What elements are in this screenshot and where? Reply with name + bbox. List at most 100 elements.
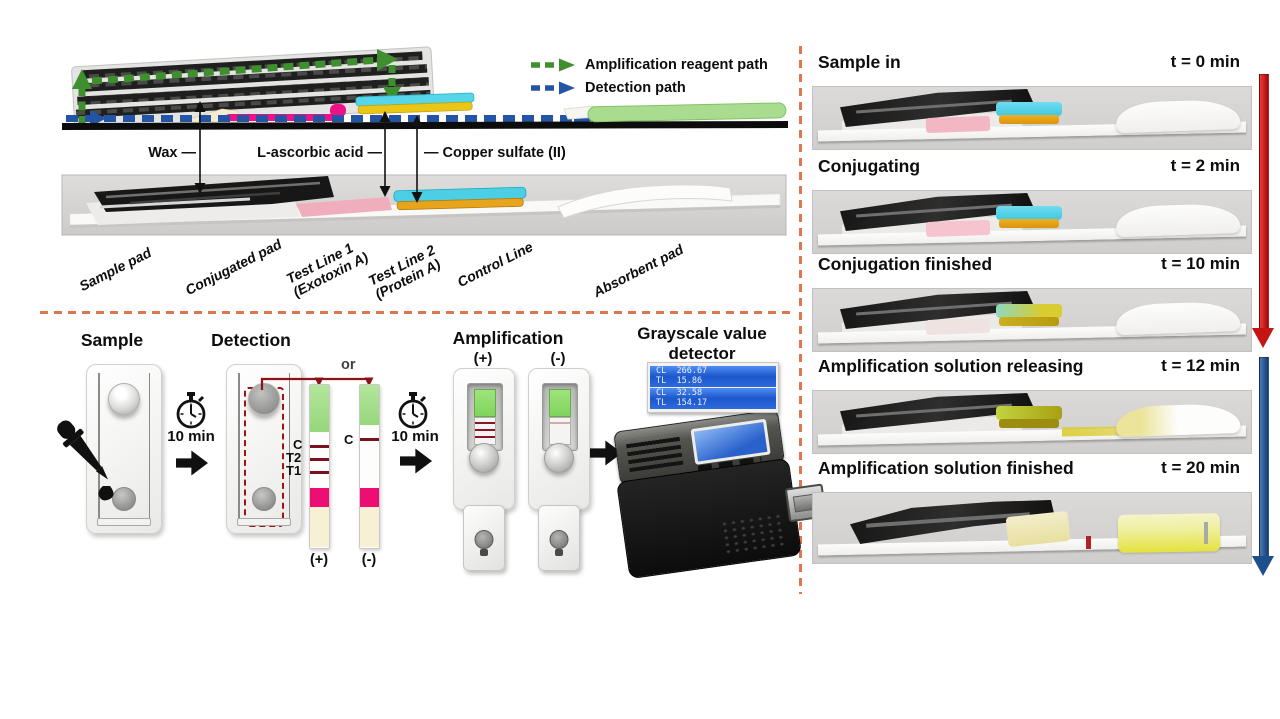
copper-sulfate-label: — Copper sulfate (II)	[424, 145, 566, 161]
timer-1-label: 10 min	[167, 428, 215, 445]
strip-end-marker	[1204, 522, 1208, 544]
result-positive: (+)	[309, 552, 329, 568]
ascorbic-acid-label: L-ascorbic acid —	[257, 145, 382, 161]
stage-label: Sample in	[818, 52, 901, 72]
vertical-section-divider	[799, 46, 802, 594]
strip-top-pad	[310, 385, 329, 432]
conjugate-pad	[360, 488, 379, 507]
press-button	[544, 443, 574, 473]
arrow-shaft	[1259, 74, 1269, 329]
ascorbic-pad-photo	[999, 419, 1059, 428]
window-top-pad	[474, 389, 496, 417]
stage-amplification-releasing: Amplification solution releasing t = 12 …	[812, 356, 1252, 456]
strip-membrane	[360, 425, 379, 488]
legend-detection-label: Detection path	[585, 79, 686, 96]
blue-dashed-arrow-icon	[531, 81, 575, 94]
copper-ascorbic-pads	[355, 92, 475, 115]
line	[550, 422, 570, 424]
folded-paper-stack	[71, 46, 435, 130]
conjugate-pad-photo	[925, 317, 991, 336]
absorbent-pad-photo	[1115, 98, 1241, 134]
legend-amplification-label: Amplification reagent path	[585, 56, 768, 73]
result-window	[542, 383, 578, 451]
stopwatch-icon	[176, 392, 206, 429]
stage-time: t = 10 min	[1161, 254, 1240, 273]
amplification-cassette-negative	[528, 368, 590, 571]
sample-cassette	[86, 364, 162, 534]
stage-sample-in: Sample in t = 0 min	[812, 52, 1252, 152]
copper-pad-photo	[996, 206, 1062, 220]
lcd-tl-value: TL 154.17	[656, 397, 708, 408]
lcd-display-negative: CL 32.58 TL 154.17	[650, 388, 776, 409]
mark-c-positive: C	[293, 437, 303, 452]
ascorbic-pad-photo	[999, 115, 1059, 124]
absorbent-pad-schematic	[587, 102, 787, 123]
detector-grille	[719, 512, 788, 557]
amplification-port	[112, 487, 136, 511]
stage-conjugation-finished: Conjugation finished t = 10 min	[812, 254, 1252, 354]
annotation-arrows	[194, 101, 423, 203]
amp-negative-label: (-)	[550, 350, 566, 367]
conjugate-pad-photo	[925, 115, 991, 134]
amplification-step-title: Amplification	[452, 328, 564, 348]
grayscale-detector-device	[607, 393, 828, 584]
legend-row-amplification: Amplification reagent path	[530, 53, 768, 76]
cassette-window	[97, 518, 151, 526]
lcd-cl-value: CL 32.58	[656, 388, 703, 398]
path-legend: Amplification reagent path Detection pat…	[530, 53, 768, 99]
arrow-detection-to-amplification	[400, 448, 432, 474]
line	[475, 436, 495, 438]
green-dashed-arrow-icon	[531, 58, 575, 71]
detector-title-line2: detector	[668, 343, 736, 363]
mark-t1: T1	[286, 463, 302, 478]
device-photo	[61, 174, 787, 236]
tongue-port	[474, 530, 494, 549]
amplification-reagent-path-arrows	[72, 49, 401, 125]
stage-time: t = 2 min	[1170, 156, 1240, 175]
timer-2-label: 10 min	[391, 428, 439, 445]
stage-time: t = 20 min	[1161, 458, 1240, 477]
dropper-icon	[57, 420, 114, 501]
slider-tongue	[463, 505, 505, 571]
amplification-phase-arrow	[1252, 357, 1274, 576]
detection-step-title: Detection	[211, 330, 291, 350]
sample-port	[108, 383, 140, 415]
detection-cassette	[226, 364, 302, 534]
arrow-sample-to-detection	[176, 450, 208, 476]
wax-label: Wax —	[148, 145, 196, 161]
cassette-groove	[148, 373, 150, 519]
control-line	[360, 438, 379, 441]
lcd-display-positive: CL 266.67 TL 15.86	[650, 366, 776, 387]
stage-photo-t20	[812, 492, 1252, 564]
stage-conjugating: Conjugating t = 2 min	[812, 156, 1252, 256]
window-top-pad	[549, 389, 571, 417]
sample-step-title: Sample	[80, 330, 144, 350]
copper-pad-photo	[996, 406, 1062, 420]
horizontal-section-divider	[40, 311, 792, 314]
absorbent-pad-photo	[1115, 402, 1241, 438]
arrow-head	[1252, 556, 1274, 576]
strip-baseline	[62, 121, 788, 130]
sample-port	[248, 383, 280, 415]
legend-row-detection: Detection path	[530, 76, 768, 99]
visible-test-line	[1086, 536, 1091, 549]
stage-label: Amplification solution finished	[818, 458, 1074, 478]
result-window	[467, 383, 503, 451]
stage-label: Conjugating	[818, 156, 921, 176]
cassette-groove	[288, 373, 290, 519]
press-button	[469, 443, 499, 473]
strip-top-pad	[360, 385, 379, 425]
line	[475, 422, 495, 424]
lcd-cl-value: CL 266.67	[656, 366, 708, 376]
detector-title: Grayscale value detector	[618, 324, 786, 363]
cassette-groove	[98, 373, 100, 519]
device-cross-section-schematic	[61, 46, 788, 236]
line	[475, 429, 495, 431]
arrow-head	[1252, 328, 1274, 348]
absorbent-pad-photo	[1115, 202, 1241, 238]
ascorbic-pad-photo	[999, 317, 1059, 326]
stage-time: t = 12 min	[1161, 356, 1240, 375]
lcd-tl-value: TL 15.86	[656, 375, 703, 386]
ascorbic-pad-photo	[999, 219, 1059, 228]
